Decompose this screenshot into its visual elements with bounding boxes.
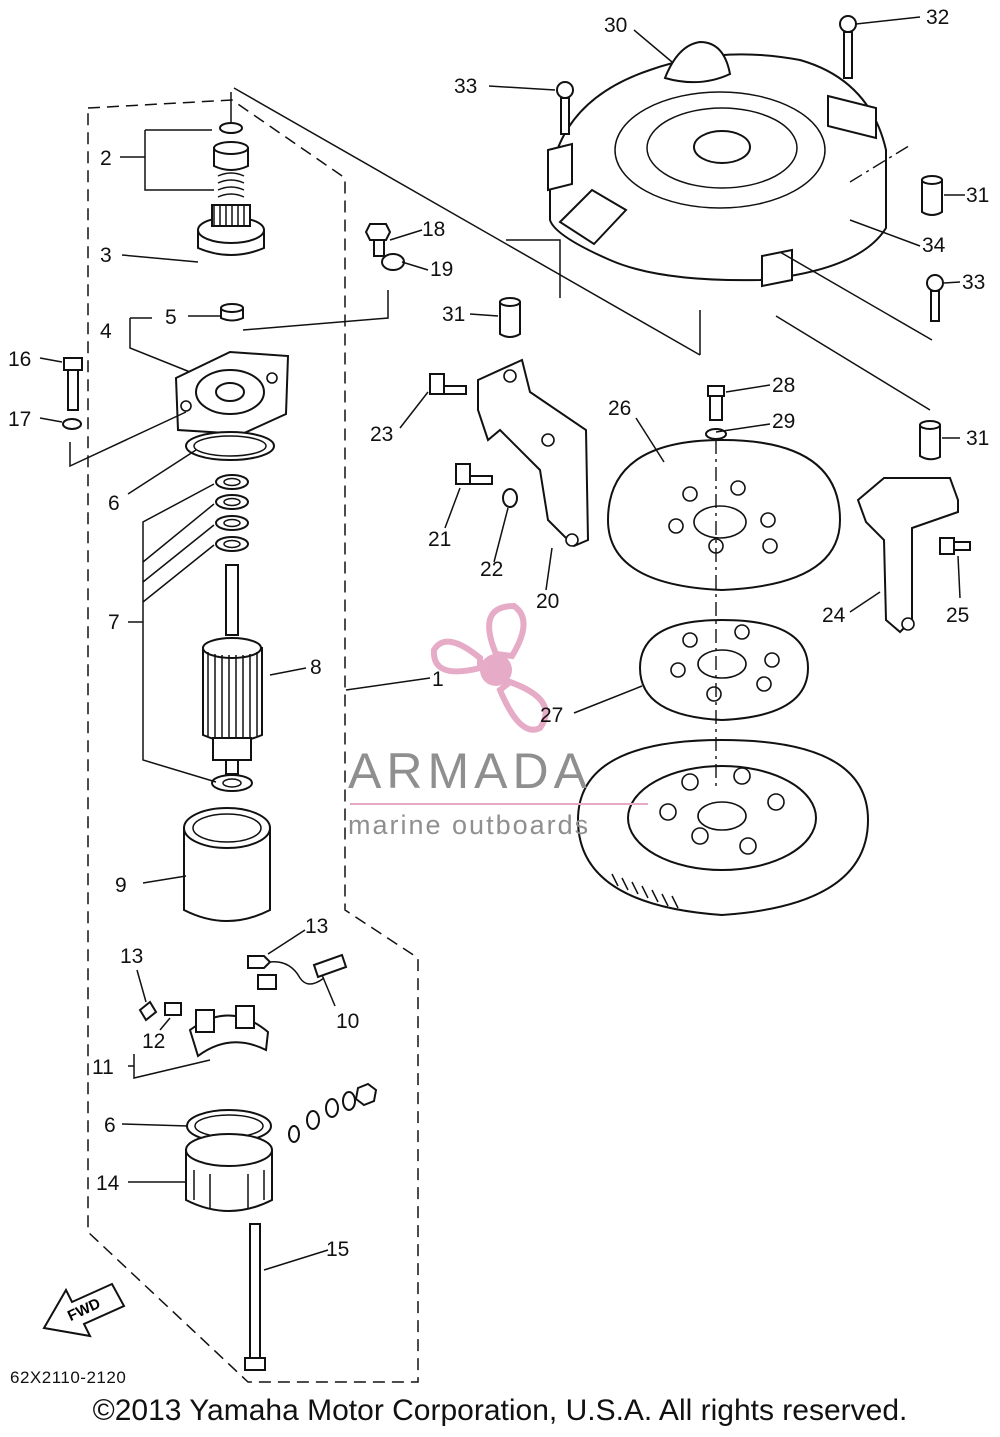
armada-propeller-logo [430, 602, 549, 733]
callout-8: 8 [310, 656, 322, 679]
callout-14: 14 [96, 1172, 120, 1195]
callout-31a: 31 [442, 303, 465, 326]
callout-5: 5 [165, 306, 177, 329]
callout-30: 30 [604, 14, 627, 37]
callout-17: 17 [8, 408, 31, 431]
callout-7: 7 [108, 611, 120, 634]
bracket-assembly [364, 223, 590, 548]
callout-26: 26 [608, 397, 631, 420]
callout-2: 2 [100, 147, 112, 170]
callout-15: 15 [326, 1238, 349, 1261]
callout-3: 3 [100, 244, 112, 267]
callout-11: 11 [92, 1056, 114, 1079]
cover-fasteners [499, 15, 944, 461]
callout-9: 9 [115, 874, 127, 897]
callout-19: 19 [430, 258, 453, 281]
callout-25: 25 [946, 604, 969, 627]
callout-22: 22 [480, 558, 503, 581]
callout-24: 24 [822, 604, 846, 627]
callout-33a: 33 [454, 75, 477, 98]
starter-motor-stack [62, 92, 378, 1371]
callout-23: 23 [370, 423, 393, 446]
callout-32: 32 [926, 6, 949, 29]
callout-29: 29 [772, 410, 795, 433]
assembly-lines [69, 87, 933, 468]
callout-34: 34 [922, 234, 946, 257]
callout-21: 21 [428, 528, 451, 551]
callout-13a: 13 [305, 915, 328, 938]
leader-lines [39, 16, 965, 1271]
callout-20: 20 [536, 590, 559, 613]
catalog-code: 62X2110-2120 [10, 1368, 127, 1387]
callout-16: 16 [8, 348, 31, 371]
callout-1: 1 [432, 668, 444, 691]
fwd-arrow-icon: FWD [42, 1282, 126, 1338]
callout-18: 18 [422, 218, 445, 241]
callout-10: 10 [336, 1010, 359, 1033]
callout-6a: 6 [108, 492, 120, 515]
callout-33b: 33 [962, 271, 985, 294]
pulser-bracket [856, 477, 971, 634]
callout-6b: 6 [104, 1114, 116, 1137]
callout-numbers: 2 3 5 4 16 17 6 7 8 9 13 13 10 12 11 6 1… [8, 6, 989, 1261]
watermark-tagline: marine outboards [348, 810, 591, 840]
callout-12: 12 [142, 1030, 165, 1053]
rotor-and-flywheel [576, 385, 870, 917]
callout-31c: 31 [966, 427, 989, 450]
callout-27: 27 [540, 704, 563, 727]
watermark-rule [350, 803, 648, 805]
callout-4: 4 [100, 320, 112, 343]
copyright-notice: ©2013 Yamaha Motor Corporation, U.S.A. A… [92, 1394, 908, 1427]
callout-31b: 31 [966, 184, 989, 207]
callout-28: 28 [772, 374, 795, 397]
flywheel-cover [547, 40, 913, 288]
watermark-brand: ARMADA [348, 743, 592, 799]
callout-13b: 13 [120, 945, 143, 968]
